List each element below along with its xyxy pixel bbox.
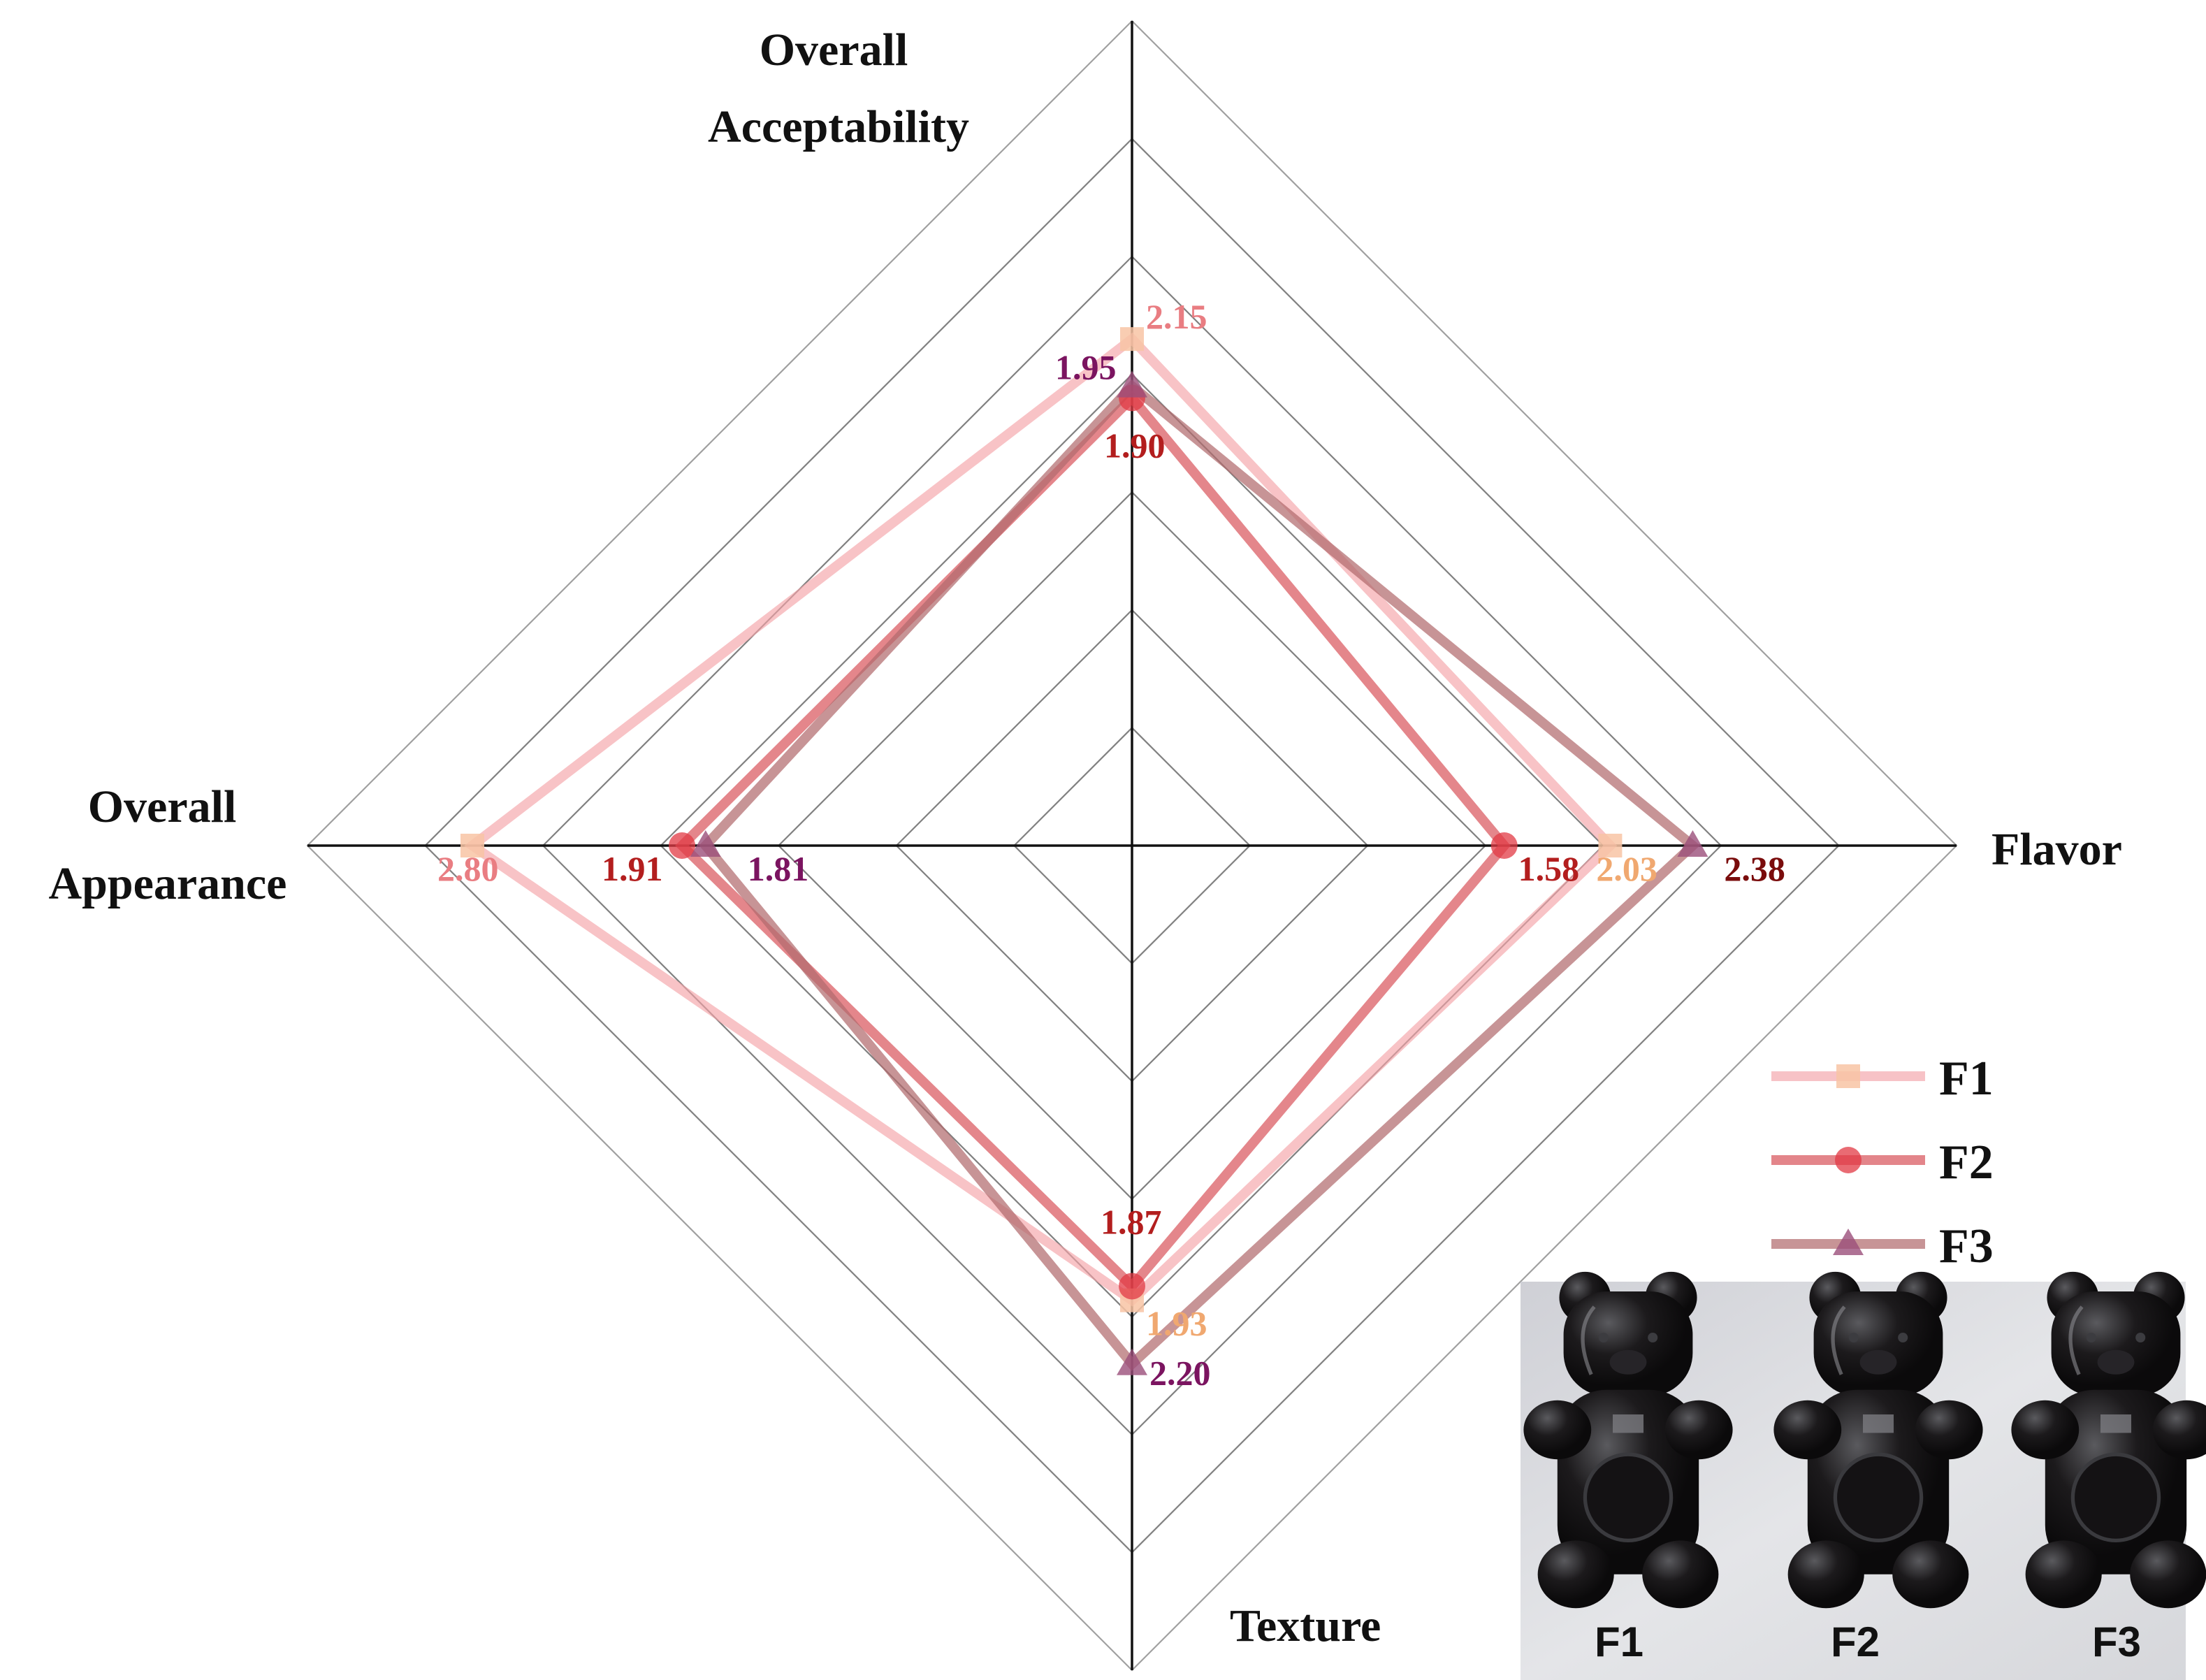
axis-label-overall-appearance: Overall <box>88 781 237 832</box>
marker-f1-overall-appearance <box>460 834 484 857</box>
photo-label-f2: F2 <box>1831 1619 1880 1665</box>
value-label-f3-overall-acceptability: 1.95 <box>1055 348 1117 387</box>
legend-item-f1: F1 <box>1771 1052 1994 1106</box>
radar-markers <box>460 327 1708 1375</box>
value-label-f2-overall-acceptability: 1.90 <box>1104 426 1166 465</box>
gummy-photo-panel: F1 F2 F3 <box>1521 1272 2206 1680</box>
value-label-f3-texture: 2.20 <box>1149 1354 1211 1393</box>
value-label-f2-overall-appearance: 1.91 <box>602 849 663 888</box>
value-labels: 2.15 2.03 1.93 2.80 1.90 1.58 1.87 1.91 1.95 2.38… <box>437 297 1785 1393</box>
axis-label-texture: Texture <box>1230 1600 1381 1651</box>
axis-label-overall-acceptability: Overall <box>760 24 908 75</box>
marker-f3-overall-acceptability <box>1117 370 1147 398</box>
marker-f2-overall-appearance <box>669 832 696 859</box>
value-label-f1-flavor: 2.03 <box>1596 849 1657 888</box>
photo-label-f3: F3 <box>2092 1619 2141 1665</box>
legend-marker-f1 <box>1836 1064 1860 1088</box>
axis-label-flavor: Flavor <box>1991 824 2122 875</box>
value-label-f1-overall-acceptability: 2.15 <box>1146 297 1207 336</box>
marker-f3-texture <box>1117 1348 1147 1375</box>
photo-label-f1: F1 <box>1595 1619 1643 1665</box>
radar-axes <box>307 21 1957 1670</box>
marker-f2-flavor <box>1490 832 1518 859</box>
legend-item-f3: F3 <box>1771 1219 1994 1273</box>
value-label-f2-flavor: 1.58 <box>1518 849 1580 888</box>
value-label-f3-overall-appearance: 1.81 <box>748 849 809 888</box>
axis-label-overall-acceptability-line2: Acceptability <box>708 101 969 152</box>
marker-f1-flavor <box>1598 834 1623 857</box>
legend-label-f3: F3 <box>1939 1219 1994 1273</box>
value-label-f2-texture: 1.87 <box>1101 1202 1162 1241</box>
legend-label-f1: F1 <box>1939 1052 1994 1106</box>
marker-f1-overall-acceptability <box>1120 327 1144 352</box>
legend-item-f2: F2 <box>1771 1136 1994 1189</box>
value-label-f1-texture: 1.93 <box>1146 1304 1207 1343</box>
legend-marker-f3 <box>1833 1229 1864 1255</box>
legend-label-f2: F2 <box>1939 1136 1994 1189</box>
axis-label-overall-appearance-line2: Appearance <box>49 858 287 909</box>
marker-f3-overall-appearance <box>690 830 721 857</box>
value-label-f3-flavor: 2.38 <box>1724 849 1785 888</box>
marker-f2-texture <box>1119 1273 1145 1300</box>
marker-f3-flavor <box>1677 830 1708 857</box>
legend-marker-f2 <box>1835 1147 1862 1173</box>
value-label-f1-overall-appearance: 2.80 <box>437 849 499 888</box>
